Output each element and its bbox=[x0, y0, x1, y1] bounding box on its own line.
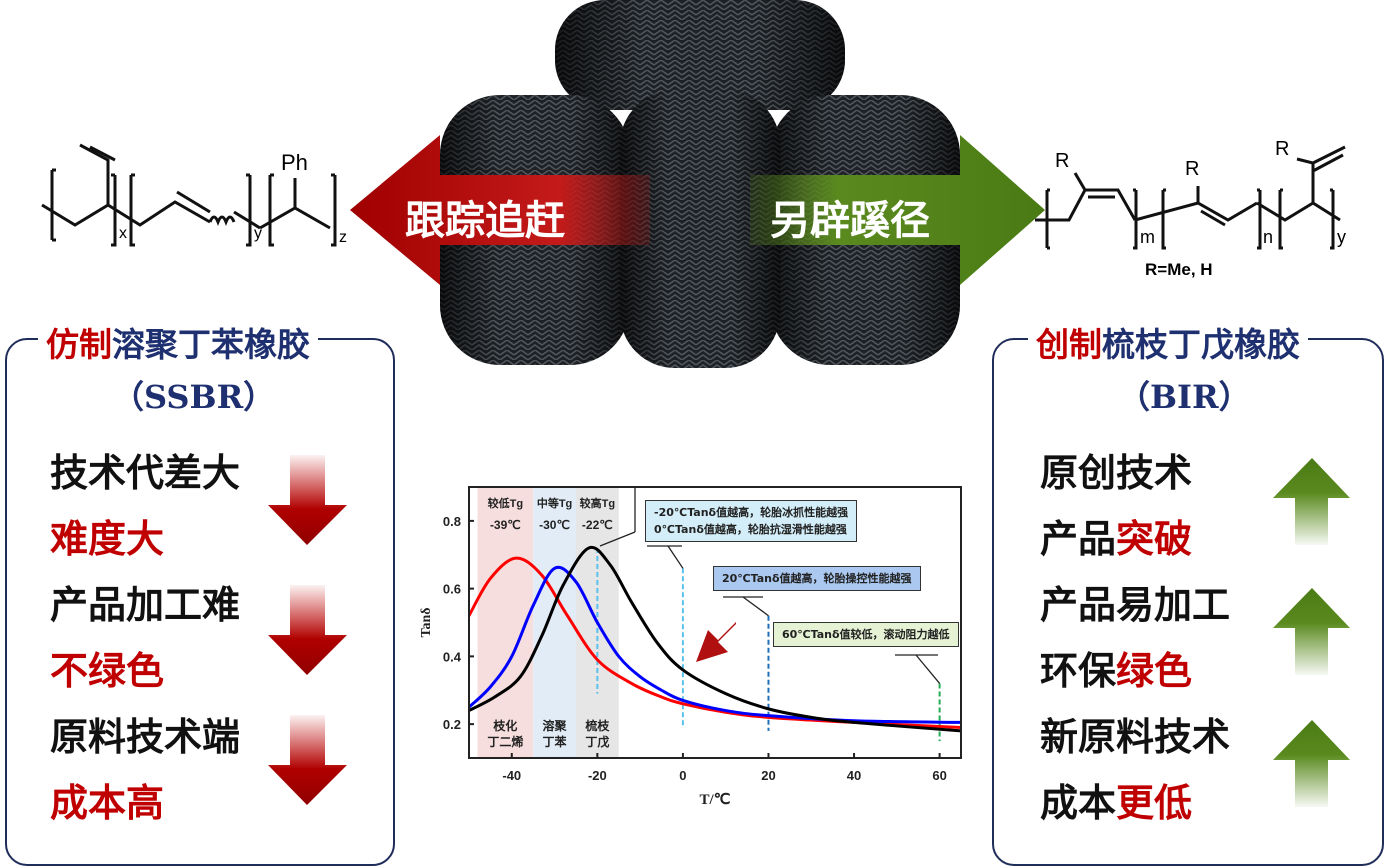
panel-item: 产品易加工 bbox=[1040, 574, 1230, 629]
x-tick-label: 20 bbox=[761, 768, 775, 783]
item-text: 产品 bbox=[1040, 517, 1117, 561]
panel-item: 不绿色 bbox=[50, 640, 164, 695]
annotation-box: 60℃Tanδ值较低，滚动阻力越低 bbox=[773, 622, 959, 647]
band-top-label: 较低Tg bbox=[488, 496, 523, 510]
band-tg-value: -22℃ bbox=[582, 518, 613, 532]
band-rubber-label: 丁二烯 bbox=[487, 734, 523, 749]
r-label-1: R bbox=[1055, 150, 1069, 172]
band-rubber-label: 丁戊 bbox=[585, 734, 609, 749]
panel-item: 产品加工难 bbox=[50, 574, 240, 629]
right-arrow-label: 另辟蹊径 bbox=[770, 198, 930, 244]
item-text: 产品易加工 bbox=[1040, 583, 1231, 627]
panel-item: 原料技术端 bbox=[50, 706, 240, 761]
tg-band bbox=[477, 487, 534, 758]
title-rest: 溶聚丁苯橡胶 bbox=[112, 325, 310, 364]
series-line-梳枝丁戊 bbox=[469, 545, 961, 733]
annotation-box: -20℃Tanδ值越高，轮胎冰抓性能越强 0℃Tanδ值越高，轮胎抗湿滑性能越强 bbox=[645, 500, 858, 542]
leader-line bbox=[742, 596, 769, 617]
panel-item: 产品突破 bbox=[1040, 508, 1192, 563]
annotation-line: 20℃Tanδ值越高，轮胎操控性能越强 bbox=[722, 572, 912, 585]
item-text: 成本 bbox=[1040, 781, 1117, 825]
subscript-y: y bbox=[254, 225, 262, 242]
x-tick-label: -20 bbox=[588, 768, 607, 783]
band-rubber-label: 梳枝 bbox=[585, 718, 610, 733]
ph-label: Ph bbox=[281, 150, 308, 175]
subscript-n: n bbox=[1263, 227, 1273, 247]
tan-delta-chart: 较低Tg -39℃ 枝化丁二烯 中等Tg -30℃ 溶聚丁苯 较高Tg -22℃ 梳枝丁戊 -40… bbox=[418, 480, 973, 810]
bir-structure: R R R m n y R=Me, H bbox=[1035, 138, 1346, 279]
subscript-y: y bbox=[1337, 227, 1346, 247]
bir-abbr: （BIR） bbox=[1118, 378, 1251, 416]
item-text: 产品加工难 bbox=[50, 583, 241, 627]
title-highlight: 创制 bbox=[1036, 325, 1102, 364]
leader-line bbox=[599, 531, 636, 547]
title-highlight: 仿制 bbox=[46, 325, 112, 364]
panel-item: 原创技术 bbox=[1040, 442, 1192, 497]
x-axis-label: T/℃ bbox=[699, 792, 730, 808]
r-label-2: R bbox=[1185, 158, 1199, 180]
band-tg-value: -30℃ bbox=[539, 518, 570, 532]
x-tick-label: 60 bbox=[932, 768, 946, 783]
panel-item: 成本更低 bbox=[1040, 772, 1192, 827]
x-tick-label: 40 bbox=[847, 768, 861, 783]
leader-line bbox=[915, 654, 941, 684]
item-text: 新原料技术 bbox=[1040, 715, 1231, 759]
r-definition: R=Me, H bbox=[1145, 260, 1213, 279]
subscript-x: x bbox=[119, 225, 127, 242]
item-text: 环保 bbox=[1040, 649, 1117, 693]
x-tick-label: -40 bbox=[502, 768, 521, 783]
item-highlight: 绿色 bbox=[1116, 649, 1193, 693]
item-text: 原料技术端 bbox=[50, 715, 241, 759]
item-highlight: 难度大 bbox=[50, 517, 165, 561]
r-label-3: R bbox=[1275, 138, 1289, 160]
band-rubber-label: 枝化 bbox=[492, 718, 517, 733]
item-highlight: 成本高 bbox=[50, 781, 165, 825]
title-rest: 梳枝丁戊橡胶 bbox=[1102, 325, 1300, 364]
y-axis-label: Tanδ bbox=[419, 607, 434, 637]
y-tick-label: 0.8 bbox=[443, 514, 461, 529]
band-rubber-label: 溶聚 bbox=[543, 718, 568, 733]
band-rubber-label: 丁苯 bbox=[543, 734, 568, 749]
band-tg-value: -39℃ bbox=[490, 518, 521, 532]
y-tick-label: 0.6 bbox=[443, 582, 461, 597]
y-tick-label: 0.2 bbox=[443, 717, 461, 732]
series-line-枝化丁二烯 bbox=[469, 556, 961, 730]
item-text: 原创技术 bbox=[1040, 451, 1193, 495]
bir-title: 创制梳枝丁戊橡胶 bbox=[1028, 318, 1308, 366]
left-arrow-icon bbox=[350, 135, 650, 285]
tg-band bbox=[533, 487, 576, 758]
pointer-arrow-icon bbox=[696, 622, 736, 662]
ssbr-structure: Ph x y z bbox=[41, 143, 347, 247]
panel-item: 技术代差大 bbox=[50, 442, 240, 497]
panel-item: 新原料技术 bbox=[1040, 706, 1230, 761]
x-tick-label: 0 bbox=[679, 768, 686, 783]
panel-item: 难度大 bbox=[50, 508, 164, 563]
annotation-line: 0℃Tanδ值越高，轮胎抗湿滑性能越强 bbox=[654, 523, 847, 536]
plot-frame bbox=[468, 486, 962, 759]
y-tick-label: 0.4 bbox=[443, 649, 462, 664]
series-line-溶聚丁苯 bbox=[469, 565, 961, 724]
band-top-label: 中等Tg bbox=[537, 496, 572, 510]
subscript-m: m bbox=[1140, 227, 1155, 247]
panel-item: 成本高 bbox=[50, 772, 164, 827]
annotation-box: 20℃Tanδ值越高，轮胎操控性能越强 bbox=[713, 566, 921, 591]
ssbr-abbr: （SSBR） bbox=[112, 378, 276, 416]
ssbr-title: 仿制溶聚丁苯橡胶 bbox=[38, 318, 318, 366]
subscript-z: z bbox=[339, 229, 347, 246]
annotation-line: -20℃Tanδ值越高，轮胎冰抓性能越强 bbox=[654, 506, 849, 519]
item-highlight: 更低 bbox=[1116, 781, 1193, 825]
panel-item: 环保绿色 bbox=[1040, 640, 1192, 695]
left-arrow-label: 跟踪追赶 bbox=[405, 198, 565, 244]
item-text: 技术代差大 bbox=[50, 451, 241, 495]
leader-line bbox=[667, 545, 684, 569]
annotation-line: 60℃Tanδ值较低，滚动阻力越低 bbox=[782, 628, 950, 641]
item-highlight: 突破 bbox=[1116, 517, 1193, 561]
item-highlight: 不绿色 bbox=[50, 649, 165, 693]
right-arrow-icon bbox=[750, 135, 1045, 285]
band-top-label: 较高Tg bbox=[580, 496, 615, 510]
